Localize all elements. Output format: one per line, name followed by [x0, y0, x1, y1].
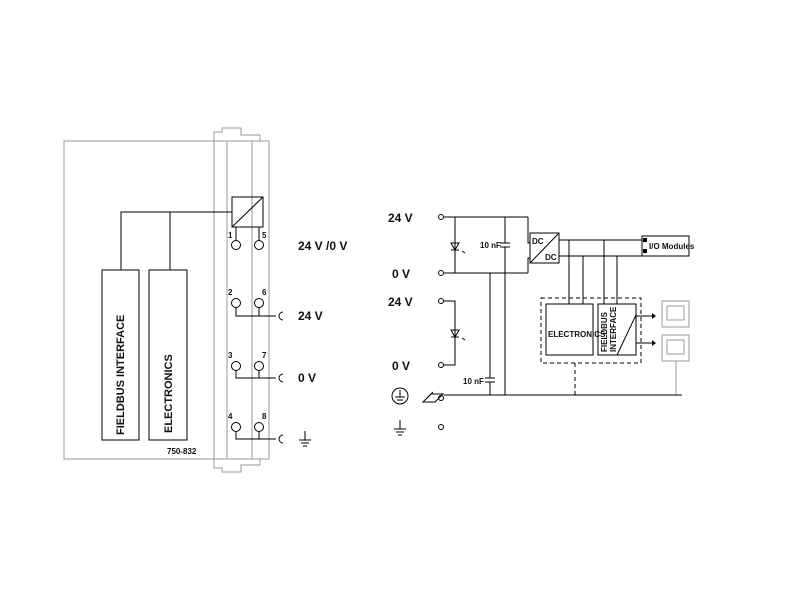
- terminal-contact: [254, 361, 264, 371]
- terminal-row-3: 3 7 0 V: [228, 351, 316, 385]
- terminal-number: 4: [228, 412, 233, 421]
- io-modules-box: I/O Modules: [641, 235, 695, 257]
- terminal-contact: [231, 298, 241, 308]
- schematic-electronics-label: ELECTRONICS: [548, 330, 606, 339]
- capacitor-label: 10 nF: [463, 377, 484, 386]
- fieldbus-interface-block: FIELDBUS INTERFACE: [101, 269, 140, 441]
- terminal-contact: [254, 298, 264, 308]
- terminal-number: 2: [228, 288, 233, 297]
- terminal-row-4: 4 8: [228, 412, 311, 447]
- terminal-number: 8: [262, 412, 267, 421]
- dcdc-top-label: DC: [532, 237, 544, 246]
- dcdc-converter: DC DC: [529, 232, 560, 264]
- supply-network-2: [444, 300, 466, 366]
- terminal-number: 7: [262, 351, 267, 360]
- capacitor-label: 10 nF: [480, 241, 501, 250]
- terminal-contact: [231, 361, 241, 371]
- supply-0v-label: 0 V: [392, 359, 410, 373]
- earth-network: 10 nF: [444, 273, 682, 396]
- row-label-0v: 0 V: [298, 371, 316, 385]
- internal-bus: [559, 239, 642, 304]
- electronics-block: ELECTRONICS: [148, 269, 188, 441]
- terminal-number: 6: [262, 288, 267, 297]
- terminal-number: 1: [228, 231, 233, 240]
- electronics-enclosure: ELECTRONICS FIELDBUS INTERFACE: [540, 297, 642, 395]
- ground-icon: [394, 420, 406, 436]
- ground-icon: [299, 431, 311, 447]
- schematic-fieldbus-line1: FIELDBUS: [600, 311, 609, 352]
- supply-24v-label: 24 V: [388, 211, 413, 225]
- terminal-number: 3: [228, 351, 233, 360]
- terminal-contact: [231, 422, 241, 432]
- supply-network-1: 10 nF: [444, 216, 530, 274]
- terminal-row-2: 2 6 24 V: [228, 288, 323, 323]
- io-modules-label: I/O Modules: [649, 242, 695, 251]
- schematic-fieldbus-line2: INTERFACE: [609, 306, 618, 352]
- row-label-24v-0v: 24 V /0 V: [298, 239, 347, 253]
- terminal-row-1: 1 5 24 V /0 V: [228, 231, 347, 253]
- din-rail-icon: [421, 391, 445, 403]
- module-outline: [63, 127, 270, 473]
- dcdc-bottom-label: DC: [545, 253, 557, 262]
- supply-24v-label: 24 V: [388, 295, 413, 309]
- terminal-contact: [254, 422, 264, 432]
- terminal-contact: [254, 240, 264, 250]
- terminal-contact: [231, 240, 241, 250]
- electronics-label: ELECTRONICS: [163, 354, 175, 433]
- protective-earth-icon: [391, 387, 409, 405]
- terminal-number: 5: [262, 231, 267, 240]
- module-dcdc-symbol: [231, 196, 264, 240]
- row-label-24v: 24 V: [298, 309, 323, 323]
- part-number: 750-832: [167, 447, 197, 456]
- fieldbus-connectors: [636, 300, 690, 395]
- fieldbus-interface-label: FIELDBUS INTERFACE: [115, 315, 127, 435]
- module-bus-wiring: [120, 211, 232, 270]
- supply-labels: 24 V 0 V 24 V 0 V: [388, 211, 413, 373]
- supply-0v-label: 0 V: [392, 267, 410, 281]
